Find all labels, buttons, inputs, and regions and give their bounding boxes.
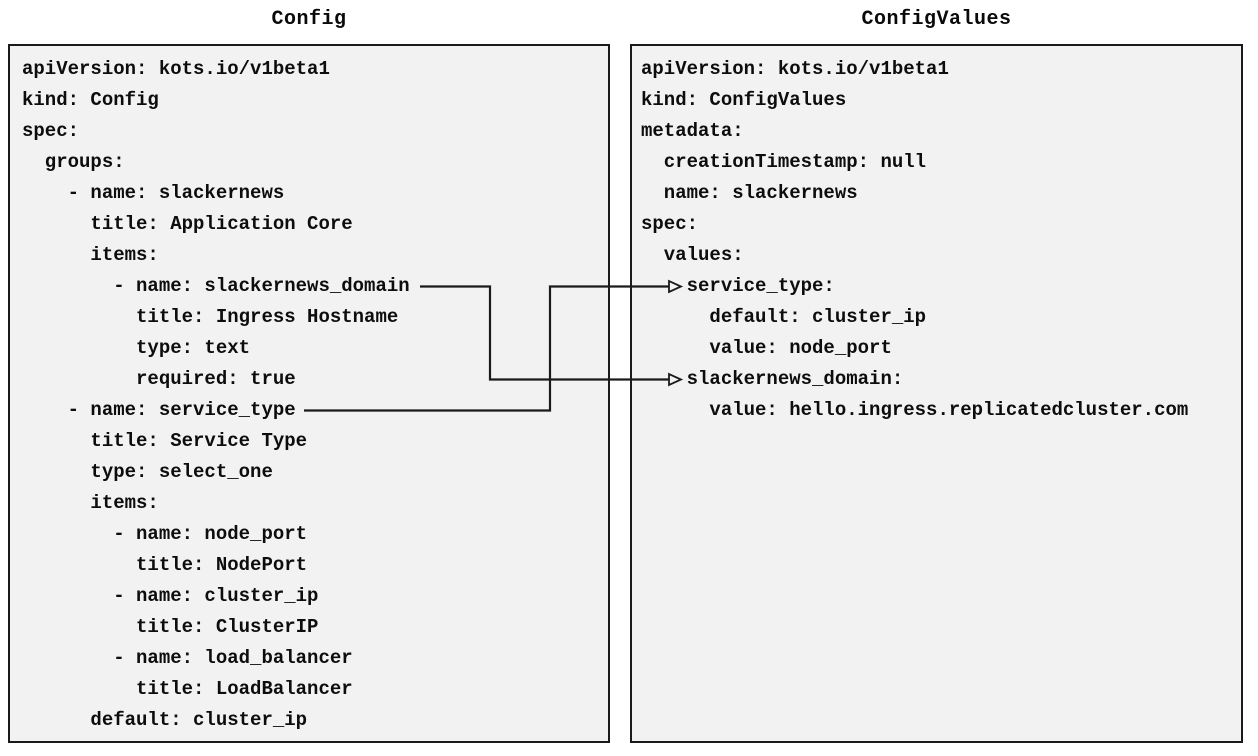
yaml-line: - name: slackernews [22,182,285,204]
yaml-line: items: [22,492,159,514]
yaml-line: default: cluster_ip [641,306,927,328]
yaml-line: apiVersion: kots.io/v1beta1 [641,58,949,80]
yaml-line: slackernews_domain: [641,368,904,390]
yaml-line: type: text [22,337,251,359]
yaml-line: title: LoadBalancer [22,678,353,700]
yaml-line: - name: node_port [22,523,308,545]
yaml-line: spec: [641,213,699,235]
yaml-line: items: [22,244,159,266]
config-values-yaml-box: apiVersion: kots.io/v1beta1 kind: ConfigV… [630,44,1243,743]
yaml-line: - name: cluster_ip [22,585,319,607]
yaml-line: type: select_one [22,461,273,483]
yaml-line: - name: service_type [22,399,296,421]
yaml-line: creationTimestamp: null [641,151,927,173]
yaml-line: spec: [22,120,80,142]
yaml-line: title: Ingress Hostname [22,306,399,328]
config-values-panel-title: ConfigValues [861,8,1012,31]
yaml-line: required: true [22,368,296,390]
yaml-line: title: NodePort [22,554,308,576]
config-yaml-box: apiVersion: kots.io/v1beta1 kind: Config s… [8,44,610,743]
yaml-line: kind: ConfigValues [641,89,847,111]
yaml-line: service_type: [641,275,835,297]
yaml-line: kind: Config [22,89,159,111]
yaml-line: - name: slackernews_domain [22,275,410,297]
yaml-line: - name: load_balancer [22,647,353,669]
yaml-line: value: node_port [641,337,892,359]
yaml-line: title: Application Core [22,213,353,235]
yaml-line: name: slackernews [641,182,858,204]
yaml-line: value: hello.ingress.replicatedcluster.c… [641,399,1189,421]
yaml-line: groups: [22,151,125,173]
yaml-line: title: Service Type [22,430,308,452]
yaml-line: title: ClusterIP [22,616,319,638]
yaml-line: values: [641,244,744,266]
yaml-line: metadata: [641,120,744,142]
yaml-line: default: cluster_ip [22,709,308,731]
config-panel-title: Config [271,8,347,31]
yaml-line: apiVersion: kots.io/v1beta1 [22,58,330,80]
